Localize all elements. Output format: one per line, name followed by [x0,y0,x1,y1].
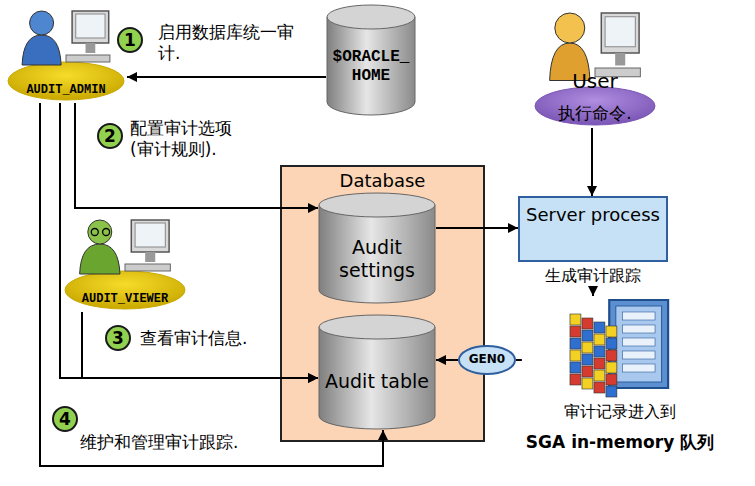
node-text: 执行命令. [558,103,631,123]
node-text: 审计记录进入到 [564,402,676,421]
node-text: Server process [523,204,663,226]
node-text: Database [340,170,426,192]
admin-user: AUDIT_ADMIN [5,3,127,103]
flow-arrow [436,359,458,361]
server-process-box: Server process 生成审计跟踪 [518,196,668,288]
flow-arrow [436,227,518,229]
node-text: AUDIT_VIEWER [82,292,168,306]
step-note: 维护和管理审计跟踪. [80,432,310,453]
flow-arrow [591,128,593,196]
flow-arrow [75,103,318,208]
callout-number: 1 [117,27,143,53]
node-text: AUDIT_ADMIN [26,83,105,97]
callout-number: 2 [97,123,123,149]
node-text: $ORACLE_ HOME [328,48,414,86]
audit-table-cylinder: Audit table [318,314,436,430]
flow-arrow [592,288,594,296]
step-note: 启用数据库统一审 计. [158,22,303,65]
oracle-home-cylinder: $ORACLE_ HOME [326,4,416,116]
node-text: User [572,69,618,93]
audit-settings-cylinder: Audit settings [318,192,436,304]
flow-arrow [82,312,318,378]
flow-arrow [127,76,326,78]
database-box: DatabaseAudit settingsAudit table [280,165,485,442]
end-user: User 执行命令. [532,3,658,128]
flow-arrow [516,359,522,361]
step-note: 查看审计信息. [140,328,290,349]
node-text: GEN0 [469,352,505,366]
callout-number: 4 [52,406,78,432]
sga-queue: 审计记录进入到 SGA in-memory 队列 [522,296,718,466]
node-text: SGA in-memory 队列 [526,432,714,452]
gen0-process: GEN0 [458,345,516,375]
callout-number: 3 [105,325,131,351]
node-text: Audit table [322,370,432,393]
step-note: 配置审计选项 (审计规则). [130,118,255,161]
node-text: 生成审计跟踪 [545,266,641,285]
flow-arrow [40,103,383,466]
node-text: Audit settings [322,236,432,282]
audit-viewer-user: AUDIT_VIEWER [62,212,188,312]
flow-arrow [60,103,318,378]
